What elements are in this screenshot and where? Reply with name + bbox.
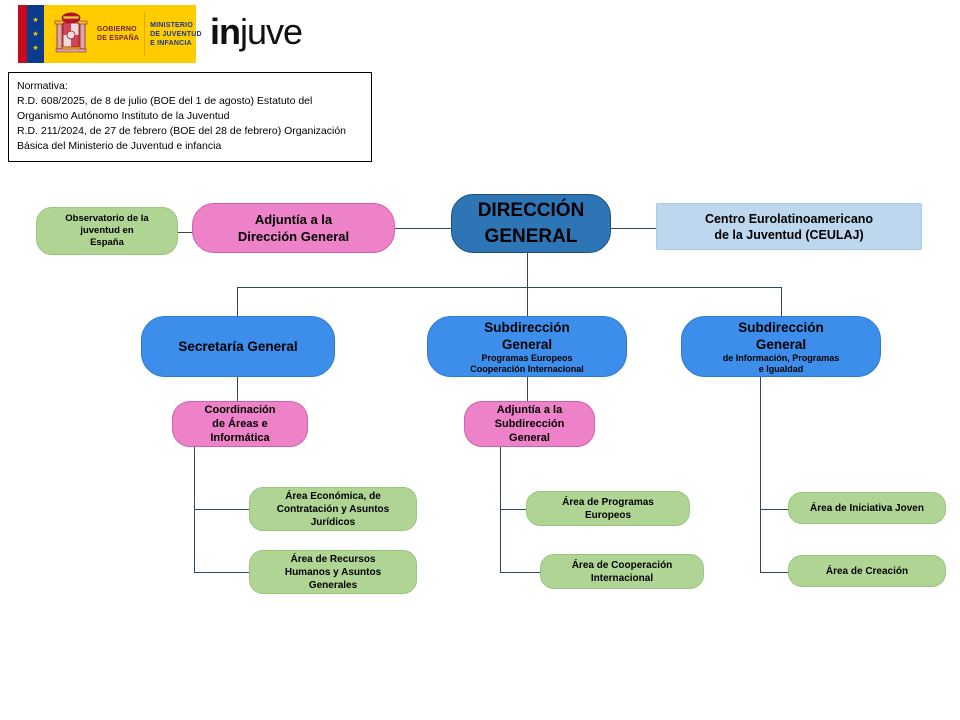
- coordinacion-line2: de Áreas e: [212, 418, 268, 430]
- area-rrhh-line1: Área de Recursos: [290, 553, 376, 565]
- injuve-wordmark: injuve: [210, 10, 303, 54]
- area-cooperacion-line1: Área de Cooperación: [571, 559, 673, 571]
- node-sg-informacion-programas-igualdad[interactable]: Subdirección General de Información, Pro…: [681, 316, 881, 377]
- connector-right-branch-2: [760, 572, 788, 573]
- node-area-programas-europeos[interactable]: Área de Programas Europeos: [526, 491, 690, 526]
- node-secretaria-general[interactable]: Secretaría General: [141, 316, 335, 377]
- ministerio-label: MINISTERIO DE JUVENTUD E INFANCIA: [150, 21, 202, 47]
- injuve-bold-part: in: [210, 11, 241, 52]
- node-area-cooperacion-internacional[interactable]: Área de Cooperación Internacional: [540, 554, 704, 589]
- secretaria-general-line1: Secretaría General: [178, 339, 298, 354]
- logo-divider: [144, 12, 146, 56]
- sg-informacion-sub1: de Información, Programas: [722, 352, 840, 363]
- adjuntia-sg-line2: Subdirección: [494, 418, 565, 430]
- normativa-line-3: R.D. 211/2024, de 27 de febrero (BOE del…: [17, 125, 347, 137]
- observatorio-line2: juventud en: [80, 225, 134, 236]
- connector-drop-sg-informacion: [781, 287, 782, 316]
- adjuntia-sg-line1: Adjuntía a la: [496, 404, 563, 416]
- node-area-economica-contratacion-juridicos[interactable]: Área Económica, de Contratación y Asunto…: [249, 487, 417, 531]
- normativa-line-4: Básica del Ministerio de Juventud e infa…: [17, 140, 222, 152]
- node-observatorio-juventud[interactable]: Observatorio de la juventud en España: [36, 207, 178, 255]
- node-direccion-general[interactable]: DIRECCIÓN GENERAL: [451, 194, 611, 253]
- connector-drop-sg-europeos: [527, 287, 528, 316]
- area-programas-line2: Europeos: [584, 509, 632, 521]
- gobierno-label: GOBIERNO DE ESPAÑA: [97, 26, 140, 42]
- connector-dg-down: [527, 253, 528, 287]
- connector-left-branch-2: [194, 572, 249, 573]
- node-coordinacion-areas-informatica[interactable]: Coordinación de Áreas e Informática: [172, 401, 308, 447]
- injuve-light-part: juve: [240, 11, 303, 52]
- gobierno-de-espana-logo: ★★★ GOBIERNO DE ESPAÑA MINI: [18, 5, 202, 63]
- normativa-line-2: Organismo Autónomo Instituto de la Juven…: [17, 110, 230, 122]
- coat-of-arms-icon: [48, 8, 94, 60]
- area-economica-line2: Contratación y Asuntos: [276, 503, 390, 515]
- connector-sgeuropeos-adjuntia: [527, 377, 528, 401]
- connector-middle-branch-2: [500, 572, 540, 573]
- sg-informacion-line2: General: [755, 336, 807, 352]
- sg-europeos-sub2: Cooperación Internacional: [470, 363, 584, 374]
- sg-informacion-sub2: e Igualdad: [758, 363, 804, 374]
- sg-europeos-line2: General: [501, 336, 553, 352]
- connector-drop-secretaria: [237, 287, 238, 316]
- area-rrhh-line3: Generales: [308, 579, 358, 591]
- observatorio-line3: España: [90, 237, 124, 248]
- coordinacion-line3: Informática: [210, 432, 270, 444]
- adjuntia-dg-line2: Dirección General: [237, 229, 350, 244]
- connector-level2-bus: [237, 287, 782, 288]
- area-creacion-line1: Área de Creación: [825, 565, 909, 577]
- connector-right-branch-1: [760, 509, 788, 510]
- direccion-general-line2: GENERAL: [484, 225, 578, 247]
- node-area-iniciativa-joven[interactable]: Área de Iniciativa Joven: [788, 492, 946, 524]
- connector-right-spine: [760, 377, 761, 572]
- normativa-box: Normativa: R.D. 608/2025, de 8 de julio …: [8, 72, 372, 162]
- node-area-creacion[interactable]: Área de Creación: [788, 555, 946, 587]
- direccion-general-line1: DIRECCIÓN: [477, 199, 585, 221]
- node-ceulaj[interactable]: Centro Eurolatinoamericano de la Juventu…: [656, 203, 922, 250]
- ceulaj-line2: de la Juventud (CEULAJ): [714, 227, 864, 242]
- connector-middle-branch-1: [500, 509, 526, 510]
- adjuntia-sg-line3: General: [509, 432, 550, 444]
- connector-dg-ceulaj: [611, 228, 656, 229]
- spanish-flag-icon: ★★★: [18, 5, 44, 63]
- sg-europeos-sub1: Programas Europeos: [481, 352, 573, 363]
- connector-secretaria-coordinacion: [237, 377, 238, 401]
- node-sg-programas-europeos[interactable]: Subdirección General Programas Europeos …: [427, 316, 627, 377]
- node-adjuntia-subdireccion-general[interactable]: Adjuntía a la Subdirección General: [464, 401, 595, 447]
- area-economica-line1: Área Económica, de: [285, 490, 381, 502]
- adjuntia-dg-line1: Adjuntía a la: [254, 212, 333, 227]
- node-adjuntia-direccion-general[interactable]: Adjuntía a la Dirección General: [192, 203, 395, 253]
- area-rrhh-line2: Humanos y Asuntos: [284, 566, 382, 578]
- normativa-line-1: R.D. 608/2025, de 8 de julio (BOE del 1 …: [17, 95, 313, 107]
- sg-informacion-line1: Subdirección: [738, 319, 824, 335]
- area-programas-line1: Área de Programas: [562, 496, 654, 508]
- connector-adjuntia-dg: [395, 228, 451, 229]
- sg-europeos-line1: Subdirección: [484, 319, 570, 335]
- ceulaj-line1: Centro Eurolatinoamericano: [704, 211, 874, 226]
- connector-left-branch-1: [194, 509, 249, 510]
- observatorio-line1: Observatorio de la: [65, 213, 149, 224]
- normativa-title: Normativa:: [17, 80, 68, 92]
- coordinacion-line1: Coordinación: [204, 404, 276, 416]
- area-cooperacion-line2: Internacional: [590, 572, 654, 584]
- area-economica-line3: Jurídicos: [310, 516, 356, 528]
- area-iniciativa-line1: Área de Iniciativa Joven: [810, 502, 924, 514]
- node-area-recursos-humanos[interactable]: Área de Recursos Humanos y Asuntos Gener…: [249, 550, 417, 594]
